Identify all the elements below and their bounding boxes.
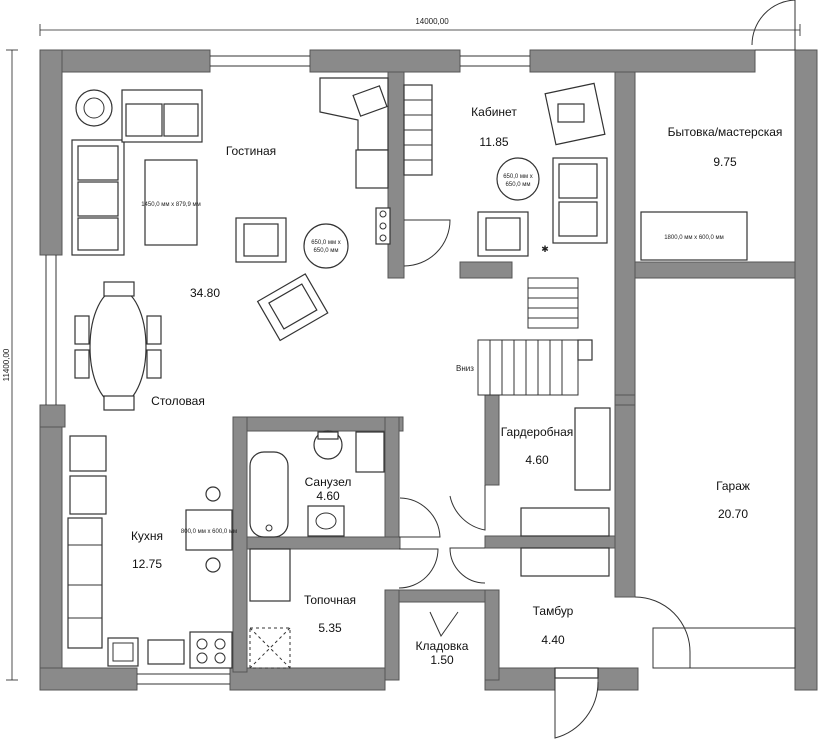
stairs-down-label: Вниз <box>456 364 474 373</box>
living-armchair <box>235 217 287 263</box>
office-desk <box>544 82 606 146</box>
living-table-size-line2: 650,0 мм <box>314 248 339 254</box>
stairs <box>477 277 593 396</box>
bathroom-toilet <box>313 430 343 460</box>
room-name-boiler: Топочная <box>304 593 356 607</box>
kitchen-counter <box>67 435 107 649</box>
room-area-kitchen: 12.75 <box>132 557 162 571</box>
garage-gate[interactable] <box>634 596 796 669</box>
bathroom-sink <box>307 505 345 537</box>
boiler-unit <box>249 548 291 669</box>
living-sofa <box>71 89 203 256</box>
office-sofa <box>552 157 608 244</box>
room-name-wardrobe: Гардеробная <box>501 425 574 439</box>
bathroom-door[interactable] <box>399 497 441 538</box>
living-table-size-line1: 650,0 мм x <box>311 240 341 246</box>
room-area-bathroom: 4.60 <box>316 489 340 503</box>
vestibule-door[interactable] <box>449 547 486 584</box>
entrance-door-bottom[interactable] <box>554 667 599 739</box>
height-dimension: 11400,00 <box>2 348 11 381</box>
bathroom-tub <box>249 451 289 538</box>
wardrobe-cabinets <box>520 407 611 577</box>
room-name-bathroom: Санузел <box>305 475 352 489</box>
office-table-size-line1: 650,0 мм x <box>503 174 533 180</box>
office-plant-icon: ✱ <box>541 244 549 254</box>
windows <box>45 55 530 685</box>
workshop-bench <box>640 211 748 261</box>
room-name-kitchen: Кухня <box>131 529 163 543</box>
outer-walls <box>39 49 818 691</box>
wardrobe-door[interactable] <box>449 485 486 531</box>
room-area-workshop: 9.75 <box>713 155 737 169</box>
living-armchair-angled <box>256 273 329 342</box>
kitchen-table <box>185 486 233 573</box>
office-bookcase <box>403 84 433 176</box>
room-area-vestibule: 4.40 <box>541 633 565 647</box>
room-area-living: 34.80 <box>190 286 220 300</box>
office-armchair <box>477 211 529 257</box>
room-area-pantry: 1.50 <box>430 653 454 667</box>
kitchen-sink <box>107 637 139 667</box>
bathroom-cabinet <box>355 431 385 473</box>
living-plant <box>75 89 113 127</box>
living-rug <box>144 159 198 246</box>
room-name-garage: Гараж <box>716 479 750 493</box>
boiler-door[interactable] <box>398 548 439 589</box>
room-area-office: 11.85 <box>479 135 508 149</box>
room-area-garage: 20.70 <box>718 507 748 521</box>
kitchen-stove <box>189 631 233 669</box>
width-dimension: 14000,00 <box>415 17 449 26</box>
room-name-workshop: Бытовка/мастерская <box>668 125 783 139</box>
living-shelf <box>375 207 391 245</box>
living-desk <box>319 77 389 189</box>
room-name-dining: Столовая <box>151 394 205 408</box>
dining-table <box>74 281 162 411</box>
room-name-pantry: Кладовка <box>416 639 469 653</box>
workshop-bench-size: 1800,0 мм x 600,0 мм <box>664 235 724 241</box>
living-rug-size: 1450,0 мм x 879,9 мм <box>141 202 201 208</box>
entrance-door-top[interactable] <box>751 0 796 51</box>
room-name-living: Гостиная <box>226 144 276 158</box>
room-area-boiler: 5.35 <box>318 621 342 635</box>
dimension-lines <box>6 24 801 681</box>
living-coffee-table <box>303 223 349 269</box>
kitchen-table-size: 800,0 мм x 600,0 мм <box>181 529 237 535</box>
kitchen-cabinet <box>147 639 185 665</box>
room-name-office: Кабинет <box>471 105 517 119</box>
room-area-wardrobe: 4.60 <box>525 453 549 467</box>
room-name-vestibule: Тамбур <box>533 604 574 618</box>
office-table-size-line2: 650,0 мм <box>506 182 531 188</box>
pantry-door[interactable] <box>429 611 459 637</box>
office-table <box>496 157 540 201</box>
office-door[interactable] <box>403 219 451 267</box>
